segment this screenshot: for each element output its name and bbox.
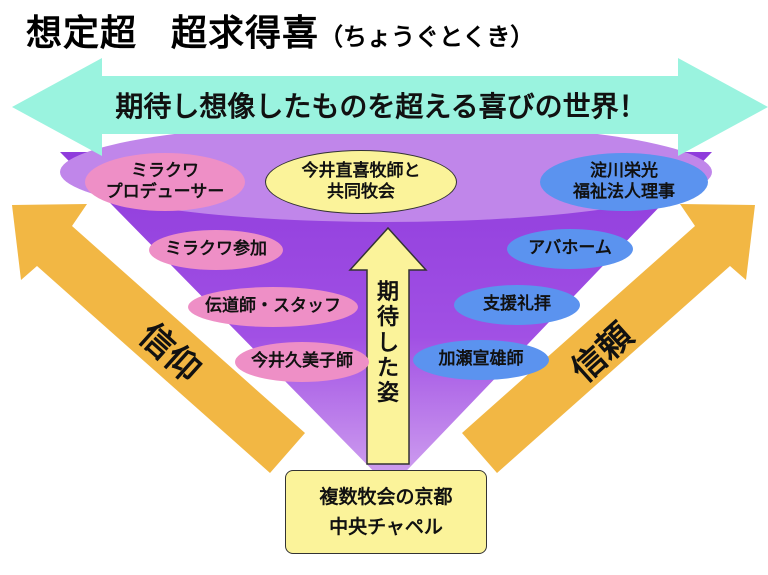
oval-welfare-director: 淀川栄光 福祉法人理事: [540, 153, 708, 211]
oval-support-worship: 支援礼拝: [454, 285, 580, 325]
oval-miracwa-producer: ミラクワ プロデューサー: [85, 153, 245, 211]
title-sub: 超求得喜: [171, 13, 320, 54]
center-arrow-label: 期 待 し た 姿: [372, 280, 404, 406]
oval-line: 福祉法人理事: [573, 182, 675, 202]
oval-copastor: 今井直喜牧師と 共同牧会: [265, 150, 457, 214]
oval-kase-nobuo: 加瀬宣雄師: [413, 340, 549, 380]
bottom-box-central-chapel: 複数牧会の京都 中央チャペル: [285, 470, 487, 554]
oval-imai-kumiko: 今井久美子師: [235, 342, 369, 382]
oval-line: 今井直喜牧師と: [301, 160, 421, 181]
oval-abba-home: アバホーム: [507, 229, 633, 269]
oval-line: 淀川栄光: [590, 160, 658, 181]
label-char: 待: [376, 305, 399, 331]
bottom-box-line2: 中央チャペル: [329, 516, 443, 538]
center-up-arrow: [348, 226, 428, 465]
label-char: た: [376, 355, 399, 381]
bottom-box-line1: 複数牧会の京都: [319, 485, 453, 508]
title-main: 想定超: [26, 13, 138, 54]
oval-miracwa-join: ミラクワ参加: [149, 230, 283, 270]
label-char: 期: [376, 280, 399, 305]
label-char: 姿: [376, 381, 399, 407]
oval-line: ミラクワ: [130, 160, 199, 181]
banner-text: 期待し想像したものを超える喜びの世界！: [115, 90, 647, 123]
oval-line: 共同牧会: [327, 182, 395, 202]
oval-evangelist-staff: 伝道師・スタッフ: [188, 287, 358, 327]
page-title: 想定超超求得喜（ちょうぐとくき）: [26, 4, 534, 56]
oval-line: プロデューサー: [105, 182, 225, 202]
label-char: し: [376, 330, 399, 356]
left-diagonal-arrow: [12, 204, 305, 473]
title-reading: （ちょうぐとくき）: [319, 23, 535, 51]
right-diagonal-arrow: [462, 204, 755, 473]
banner-double-arrow: [12, 58, 768, 156]
